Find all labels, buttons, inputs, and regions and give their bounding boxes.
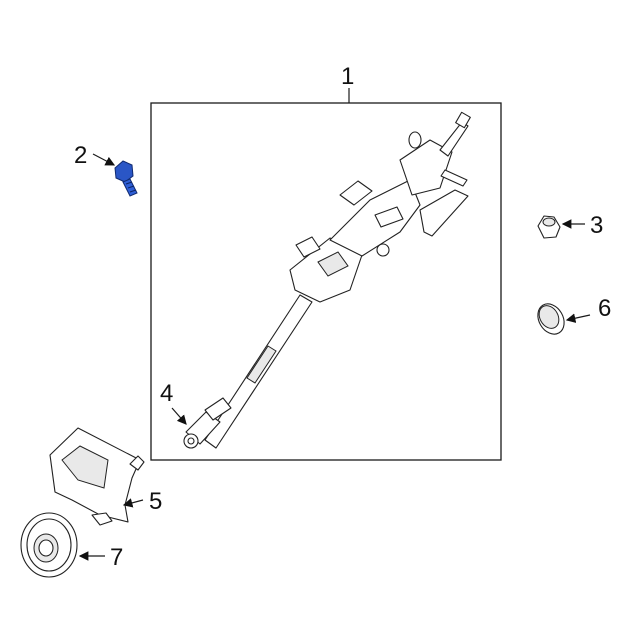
nut-part-3 — [537, 215, 561, 239]
callout-2: 2 — [74, 142, 87, 169]
lower-cover-part-5 — [49, 427, 145, 526]
callout-4-arrow — [171, 407, 187, 425]
callout-5: 5 — [149, 488, 162, 515]
washer-part-6 — [537, 303, 565, 335]
bushing-part-7 — [20, 512, 78, 578]
callout-5-arrow — [122, 498, 144, 508]
callout-3: 3 — [590, 212, 603, 239]
callout-6-arrow — [565, 313, 591, 323]
callout-7: 7 — [110, 544, 123, 571]
steering-column-assembly — [183, 111, 471, 449]
callout-1: 1 — [341, 63, 354, 90]
assembly-frame — [150, 102, 502, 461]
callout-2-arrow — [92, 153, 116, 166]
callout-4: 4 — [160, 380, 173, 407]
callout-6: 6 — [598, 295, 611, 322]
bolt-part-2 — [114, 160, 138, 197]
